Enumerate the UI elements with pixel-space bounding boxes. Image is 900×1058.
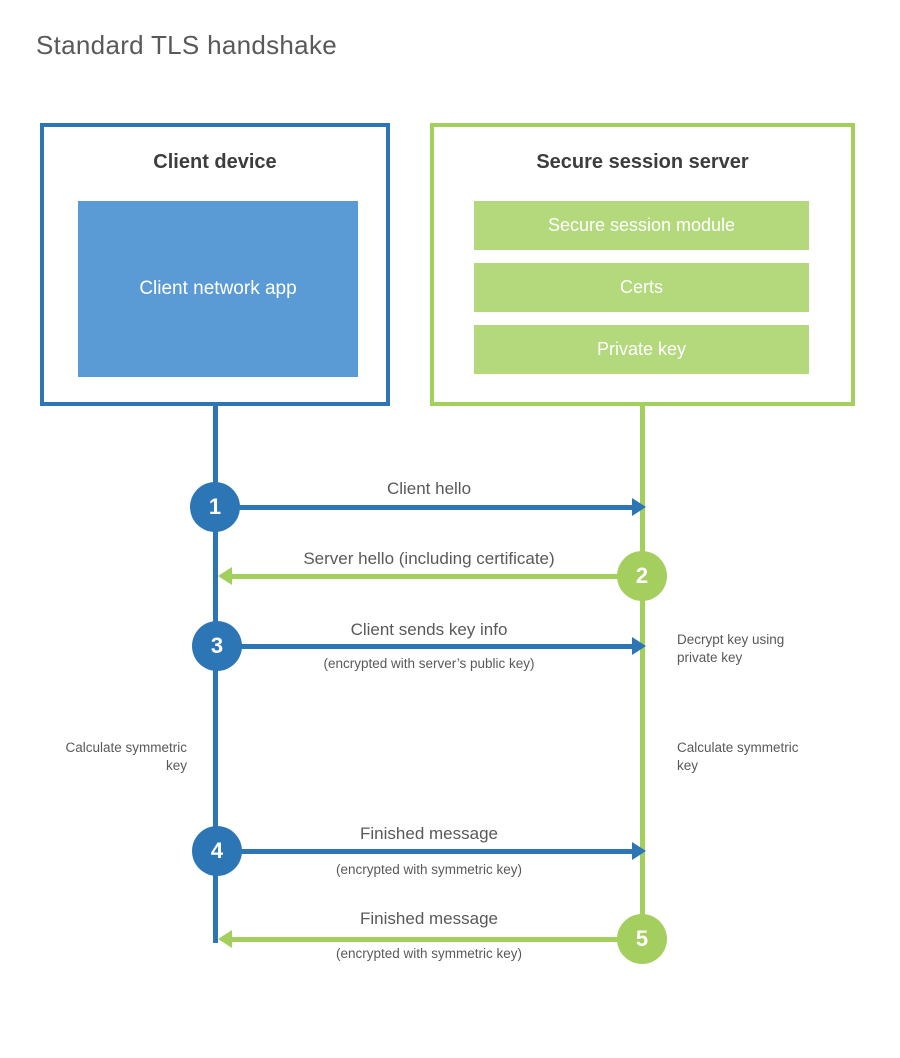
server-lifeline [640,406,645,953]
message-label-client-hello: Client hello [386,479,472,498]
message-sublabel-finished-server: (encrypted with symmetric key) [335,946,523,961]
message-label-finished-server: Finished message [360,909,498,928]
message-label-finished-client: Finished message [360,824,498,843]
secure-session-server-box: Secure session server Secure session mod… [430,123,855,406]
step-badge-3: 3 [192,621,242,671]
message-label-key-info: Client sends key info [350,620,508,639]
client-device-box: Client device Client network app [40,123,390,406]
arrowhead-right-icon [632,637,646,656]
step-badge-5: 5 [617,914,667,964]
client-lifeline [213,406,218,943]
arrow-finished-server [218,930,642,949]
server-module-certs: Certs [474,263,809,312]
arrow-server-hello [218,567,642,586]
step-badge-4: 4 [192,826,242,876]
server-module-secure-session: Secure session module [474,201,809,250]
page-title: Standard TLS handshake [36,30,338,60]
arrow-key-info [217,637,646,656]
note-calc-symmetric-key-client: Calculate symmetric key [65,740,187,773]
arrowhead-left-icon [218,930,232,949]
message-sublabel-key-info: (encrypted with server’s public key) [323,656,535,671]
message-sublabel-finished-client: (encrypted with symmetric key) [335,862,523,877]
arrowhead-right-icon [632,842,646,861]
step-badge-1: 1 [190,482,240,532]
arrow-client-hello [215,498,646,517]
note-calc-symmetric-key-server: Calculate symmetric key [677,740,799,773]
message-label-server-hello: Server hello (including certificate) [303,549,555,568]
step-badge-2: 2 [617,551,667,601]
note-decrypt-key: Decrypt key using private key [677,632,785,665]
arrowhead-right-icon [632,498,646,517]
client-network-app-label: Client network app [139,278,297,300]
arrowhead-left-icon [218,567,232,586]
arrow-finished-client [217,842,646,861]
client-network-app-block: Client network app [78,201,358,377]
client-device-title: Client device [153,151,277,173]
secure-session-server-title: Secure session server [536,151,749,173]
server-module-private-key: Private key [474,325,809,374]
